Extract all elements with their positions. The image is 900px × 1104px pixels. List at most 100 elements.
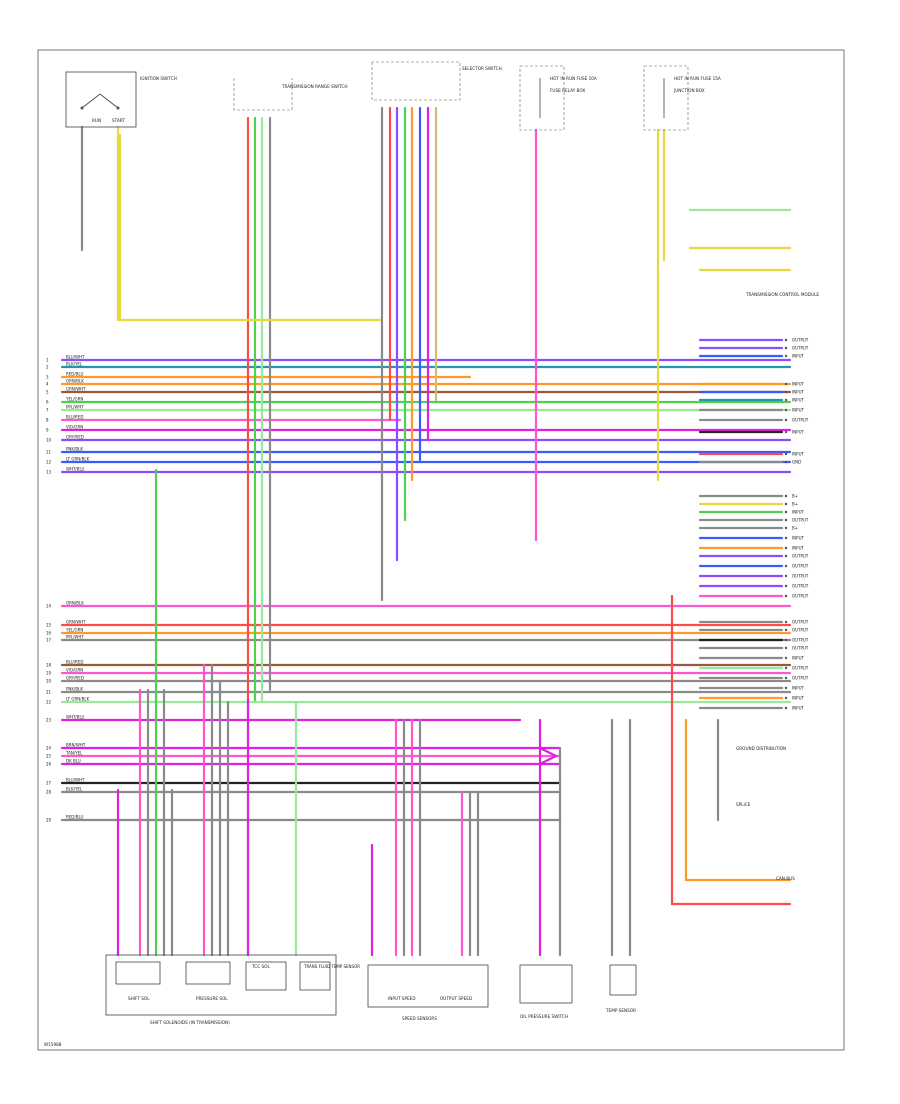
fuse-desc: FUSE RELAY BOX bbox=[550, 88, 585, 93]
pin-number: 20 bbox=[46, 679, 52, 684]
temp-sol-box bbox=[299, 961, 331, 991]
fuse-label: HOT IN RUN FUSE 15A bbox=[674, 76, 721, 81]
pin-number: 7 bbox=[46, 408, 49, 413]
pin-number: 23 bbox=[46, 718, 52, 723]
tcm-pin-label: INPUT bbox=[792, 382, 805, 387]
tcm-pin-label: INPUT bbox=[792, 354, 805, 359]
tcm-pin-label: OUTPUT bbox=[792, 620, 809, 625]
harness-wire bbox=[670, 594, 792, 906]
pin-number: 24 bbox=[46, 746, 52, 751]
tcm-pin-label: INPUT bbox=[792, 398, 805, 403]
tcm-pin-label: INPUT bbox=[792, 706, 805, 711]
wire-code: GRN/WHT bbox=[66, 387, 86, 392]
pin-number: 9 bbox=[46, 428, 49, 433]
tcm-pin bbox=[784, 546, 788, 550]
pin-number: 11 bbox=[46, 450, 52, 455]
tcm-title: TRANSMISSION CONTROL MODULE bbox=[745, 292, 819, 297]
selector-switch-label: SELECTOR SWITCH bbox=[462, 66, 502, 71]
tcm-pin-label: OUTPUT bbox=[792, 584, 809, 589]
ignition-start-label: START bbox=[112, 118, 125, 123]
wire-code: GRY/RED bbox=[66, 676, 84, 681]
wire-code: RED/BLU bbox=[66, 815, 84, 820]
wire-code: PPL/WHT bbox=[66, 405, 84, 410]
pin-number: 2 bbox=[46, 365, 49, 370]
tcm-pin-label: OUTPUT bbox=[792, 628, 809, 633]
tcm-pin-label: OUTPUT bbox=[792, 676, 809, 681]
page-code: W15988 bbox=[44, 1042, 62, 1047]
shift-sol-box bbox=[115, 961, 161, 985]
tcm-pin-label: B+ bbox=[792, 526, 798, 531]
wire-code: LT GRN/BLK bbox=[66, 457, 90, 462]
pin-number: 3 bbox=[46, 375, 49, 380]
component-layer bbox=[65, 61, 788, 1016]
pin-number: 27 bbox=[46, 781, 52, 786]
speed-sensors-label: SPEED SENSORS bbox=[402, 1016, 437, 1021]
tcm-pin-label: OUTPUT bbox=[792, 554, 809, 559]
page-frame bbox=[37, 49, 845, 1051]
can-label: CAN BUS bbox=[776, 876, 795, 881]
temp-sol-label: TRANS FLUID TEMP SENSOR bbox=[303, 964, 360, 969]
tcm-pin-label: GND bbox=[792, 460, 801, 465]
tcm-pin-label: OUTPUT bbox=[792, 574, 809, 579]
fuse-box bbox=[643, 65, 689, 131]
wire-code: BLU/WHT bbox=[66, 778, 85, 783]
pin-number: 10 bbox=[46, 438, 52, 443]
tcm-pin bbox=[784, 656, 788, 660]
pin-number: 16 bbox=[46, 631, 52, 636]
tcm-pin-label: OUTPUT bbox=[792, 646, 809, 651]
tcm-pin-label: INPUT bbox=[792, 430, 805, 435]
pin-number: 28 bbox=[46, 790, 52, 795]
output-speed-label: OUTPUT SPEED bbox=[440, 996, 472, 1001]
tcm-pin bbox=[784, 460, 788, 464]
tcm-pin bbox=[784, 638, 788, 642]
pin-number: 15 bbox=[46, 623, 52, 628]
pin-number: 1 bbox=[46, 358, 49, 363]
tcm-pin-label: OUTPUT bbox=[792, 594, 809, 599]
harness-wire bbox=[684, 718, 792, 882]
wire-code: ORN/BLK bbox=[66, 379, 84, 384]
trans-range-switch bbox=[233, 78, 293, 111]
tcm-pin bbox=[784, 574, 788, 578]
oil-pressure-label: OIL PRESSURE SWITCH bbox=[520, 1014, 568, 1019]
pin-number: 13 bbox=[46, 470, 52, 475]
wire-code: BRN/WHT bbox=[66, 743, 86, 748]
pin-number: 25 bbox=[46, 754, 52, 759]
pin-number: 5 bbox=[46, 390, 49, 395]
tcm-pin bbox=[784, 620, 788, 624]
tcm-pin bbox=[784, 430, 788, 434]
wire-code: ORN/BLK bbox=[66, 601, 84, 606]
wire-layer bbox=[60, 106, 792, 957]
tcm-pin-label: INPUT bbox=[792, 686, 805, 691]
tcm-pin bbox=[784, 510, 788, 514]
wire-code: BLU/RED bbox=[66, 660, 83, 665]
tcm-pin bbox=[784, 398, 788, 402]
wire-code: YEL/GRN bbox=[65, 397, 83, 402]
oil-pressure-switch bbox=[519, 964, 573, 1004]
pin-number: 21 bbox=[46, 690, 52, 695]
tcm-pin bbox=[784, 526, 788, 530]
pin-number: 22 bbox=[46, 700, 52, 705]
tcm-pin bbox=[784, 518, 788, 522]
shift-sol-label: SHIFT SOL bbox=[128, 996, 150, 1001]
tcm-pin-label: OUTPUT bbox=[792, 346, 809, 351]
wire-code: LT GRN/BLK bbox=[66, 697, 90, 702]
tcm-pin-label: OUTPUT bbox=[792, 638, 809, 643]
wire-code: YEL/GRN bbox=[65, 628, 83, 633]
tcm-pin-label: OUTPUT bbox=[792, 564, 809, 569]
ignition-run-label: RUN bbox=[92, 118, 101, 123]
pin-number: 6 bbox=[46, 400, 49, 405]
pressure-sol-box bbox=[185, 961, 231, 985]
tcm-pin-label: INPUT bbox=[792, 452, 805, 457]
tcm-pin bbox=[784, 628, 788, 632]
wire-code: BLK/YEL bbox=[66, 362, 83, 367]
tcm-pin bbox=[784, 382, 788, 386]
speed-sensors bbox=[367, 964, 489, 1008]
tcm-pin-label: OUTPUT bbox=[792, 518, 809, 523]
wire-code: WHT/BLU bbox=[66, 715, 85, 720]
tcm-pin-label: INPUT bbox=[792, 510, 805, 515]
tcm-pin-label: INPUT bbox=[792, 696, 805, 701]
tcm-pin bbox=[784, 408, 788, 412]
temp-sensor-label: TEMP SENSOR bbox=[605, 1008, 636, 1013]
